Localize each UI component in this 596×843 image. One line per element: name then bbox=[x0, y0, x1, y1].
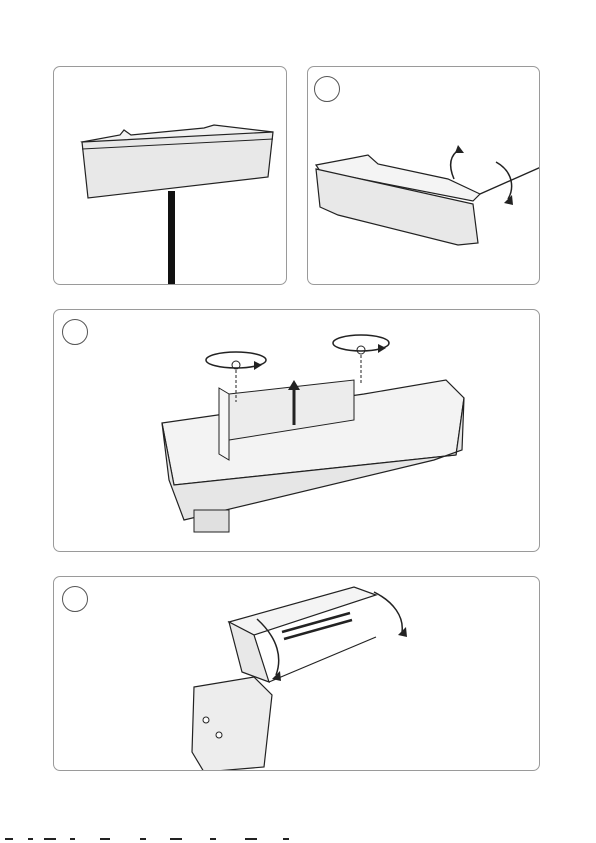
hole bbox=[216, 732, 222, 738]
arrow-head bbox=[254, 361, 262, 370]
hole bbox=[203, 717, 209, 723]
rotate-arrow-icon bbox=[451, 149, 460, 179]
arrow-head bbox=[504, 195, 513, 205]
rod bbox=[269, 637, 376, 682]
panel-2-illustration bbox=[307, 66, 540, 285]
remove-screws-drawing bbox=[54, 310, 540, 552]
arrow-head bbox=[378, 344, 386, 353]
lamp-on-pole-drawing bbox=[54, 67, 287, 285]
page-footer-marks bbox=[0, 836, 596, 843]
arrow-head bbox=[288, 380, 300, 390]
panel-3-illustration bbox=[53, 309, 540, 552]
pole bbox=[168, 191, 175, 285]
lamp-front-face bbox=[82, 132, 273, 198]
panel-1-illustration bbox=[53, 66, 287, 285]
gear-tray-top bbox=[229, 587, 376, 635]
gear-tray-drawing bbox=[54, 577, 540, 771]
arrow-head bbox=[455, 145, 464, 153]
screw-icon bbox=[357, 346, 365, 354]
lamp-cover-open-drawing bbox=[308, 67, 540, 285]
connector-block bbox=[194, 510, 229, 532]
bracket-side bbox=[219, 388, 229, 460]
panel-4-illustration bbox=[53, 576, 540, 771]
curved-arrow-icon bbox=[374, 592, 402, 632]
driver-box bbox=[192, 677, 272, 771]
cable bbox=[480, 167, 540, 194]
